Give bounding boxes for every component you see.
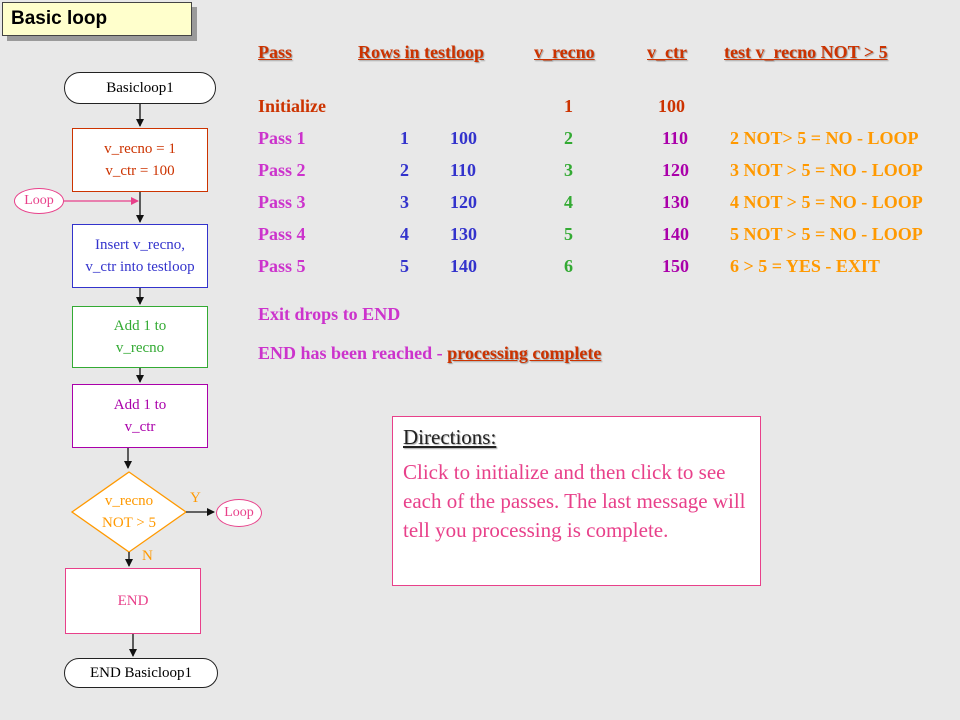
recno-cell: 2 bbox=[564, 128, 573, 148]
pass-label: Pass 3 bbox=[258, 192, 306, 212]
recno-cell: 3 bbox=[564, 160, 573, 180]
init-line-2: v_ctr = 100 bbox=[105, 163, 175, 179]
init-recno: 1 bbox=[564, 96, 573, 116]
header-pass: Pass bbox=[258, 42, 293, 62]
end-note-prefix: END has been reached - bbox=[258, 343, 448, 363]
insert-box: Insert v_recno, v_ctr into testloop bbox=[72, 224, 208, 288]
init-ctr: 100 bbox=[658, 96, 685, 116]
add-ctr-line-2: v_ctr bbox=[124, 419, 156, 435]
pass-label: Pass 4 bbox=[258, 224, 306, 244]
add-recno-box: Add 1 to v_recno bbox=[72, 306, 208, 368]
decision-line-2: NOT > 5 bbox=[101, 515, 157, 531]
yes-label: Y bbox=[190, 490, 201, 506]
init-line-1: v_recno = 1 bbox=[104, 141, 176, 157]
row-ctr-cell: 110 bbox=[450, 160, 477, 180]
test-cell: 5 NOT > 5 = NO - LOOP bbox=[730, 224, 923, 244]
end-box-label: END bbox=[117, 593, 149, 609]
row-ctr-cell: 100 bbox=[450, 128, 477, 148]
directions-title: Directions: bbox=[403, 425, 497, 449]
add-recno-line-1: Add 1 to bbox=[113, 318, 167, 334]
row-recno-cell: 2 bbox=[400, 160, 409, 180]
pass-label: Pass 1 bbox=[258, 128, 306, 148]
recno-cell: 6 bbox=[564, 256, 573, 276]
decision-text: v_recno NOT > 5 bbox=[79, 490, 179, 534]
recno-cell: 5 bbox=[564, 224, 573, 244]
row-ctr-cell: 120 bbox=[450, 192, 477, 212]
end-note-emphasis: processing complete bbox=[447, 343, 602, 363]
end-note: END has been reached - processing comple… bbox=[258, 343, 601, 364]
loop-exit-tag: Loop bbox=[216, 499, 262, 527]
row-recno-cell: 5 bbox=[400, 256, 409, 276]
row-recno-cell: 1 bbox=[400, 128, 409, 148]
insert-line-1: Insert v_recno, bbox=[95, 237, 185, 253]
ctr-cell: 120 bbox=[662, 160, 689, 180]
add-ctr-box: Add 1 to v_ctr bbox=[72, 384, 208, 448]
decision-line-1: v_recno bbox=[104, 493, 154, 509]
no-label: N bbox=[142, 548, 153, 564]
header-ctr: v_ctr bbox=[647, 42, 687, 62]
row-ctr-cell: 130 bbox=[450, 224, 477, 244]
init-box: v_recno = 1 v_ctr = 100 bbox=[72, 128, 208, 192]
ctr-cell: 150 bbox=[662, 256, 689, 276]
ctr-cell: 110 bbox=[662, 128, 689, 148]
directions-text: Click to initialize and then click to se… bbox=[403, 460, 746, 542]
ctr-cell: 130 bbox=[662, 192, 689, 212]
start-label: Basicloop1 bbox=[106, 80, 174, 96]
exit-note: Exit drops to END bbox=[258, 304, 401, 324]
add-recno-line-2: v_recno bbox=[115, 340, 165, 356]
test-cell: 3 NOT > 5 = NO - LOOP bbox=[730, 160, 923, 180]
init-label: Initialize bbox=[258, 96, 326, 116]
start-terminal: Basicloop1 bbox=[64, 72, 216, 104]
row-ctr-cell: 140 bbox=[450, 256, 477, 276]
test-cell: 4 NOT > 5 = NO - LOOP bbox=[730, 192, 923, 212]
loop-entry-tag: Loop bbox=[14, 188, 64, 214]
end-terminal-label: END Basicloop1 bbox=[89, 665, 193, 681]
end-terminal: END Basicloop1 bbox=[64, 658, 218, 688]
row-recno-cell: 3 bbox=[400, 192, 409, 212]
pass-label: Pass 2 bbox=[258, 160, 306, 180]
loop-entry-label: Loop bbox=[24, 193, 54, 208]
loop-exit-label: Loop bbox=[224, 505, 254, 520]
slide-title: Basic loop bbox=[2, 2, 192, 36]
header-rows: Rows in testloop bbox=[358, 42, 485, 62]
end-box: END bbox=[65, 568, 201, 634]
add-ctr-line-1: Add 1 to bbox=[113, 397, 167, 413]
header-recno: v_recno bbox=[534, 42, 595, 62]
directions-box[interactable]: Directions: Click to initialize and then… bbox=[392, 416, 761, 586]
insert-line-2: v_ctr into testloop bbox=[85, 259, 195, 275]
header-test: test v_recno NOT > 5 bbox=[724, 42, 888, 62]
ctr-cell: 140 bbox=[662, 224, 689, 244]
test-cell: 2 NOT> 5 = NO - LOOP bbox=[730, 128, 919, 148]
row-recno-cell: 4 bbox=[400, 224, 409, 244]
recno-cell: 4 bbox=[564, 192, 573, 212]
pass-label: Pass 5 bbox=[258, 256, 306, 276]
test-cell: 6 > 5 = YES - EXIT bbox=[730, 256, 880, 276]
